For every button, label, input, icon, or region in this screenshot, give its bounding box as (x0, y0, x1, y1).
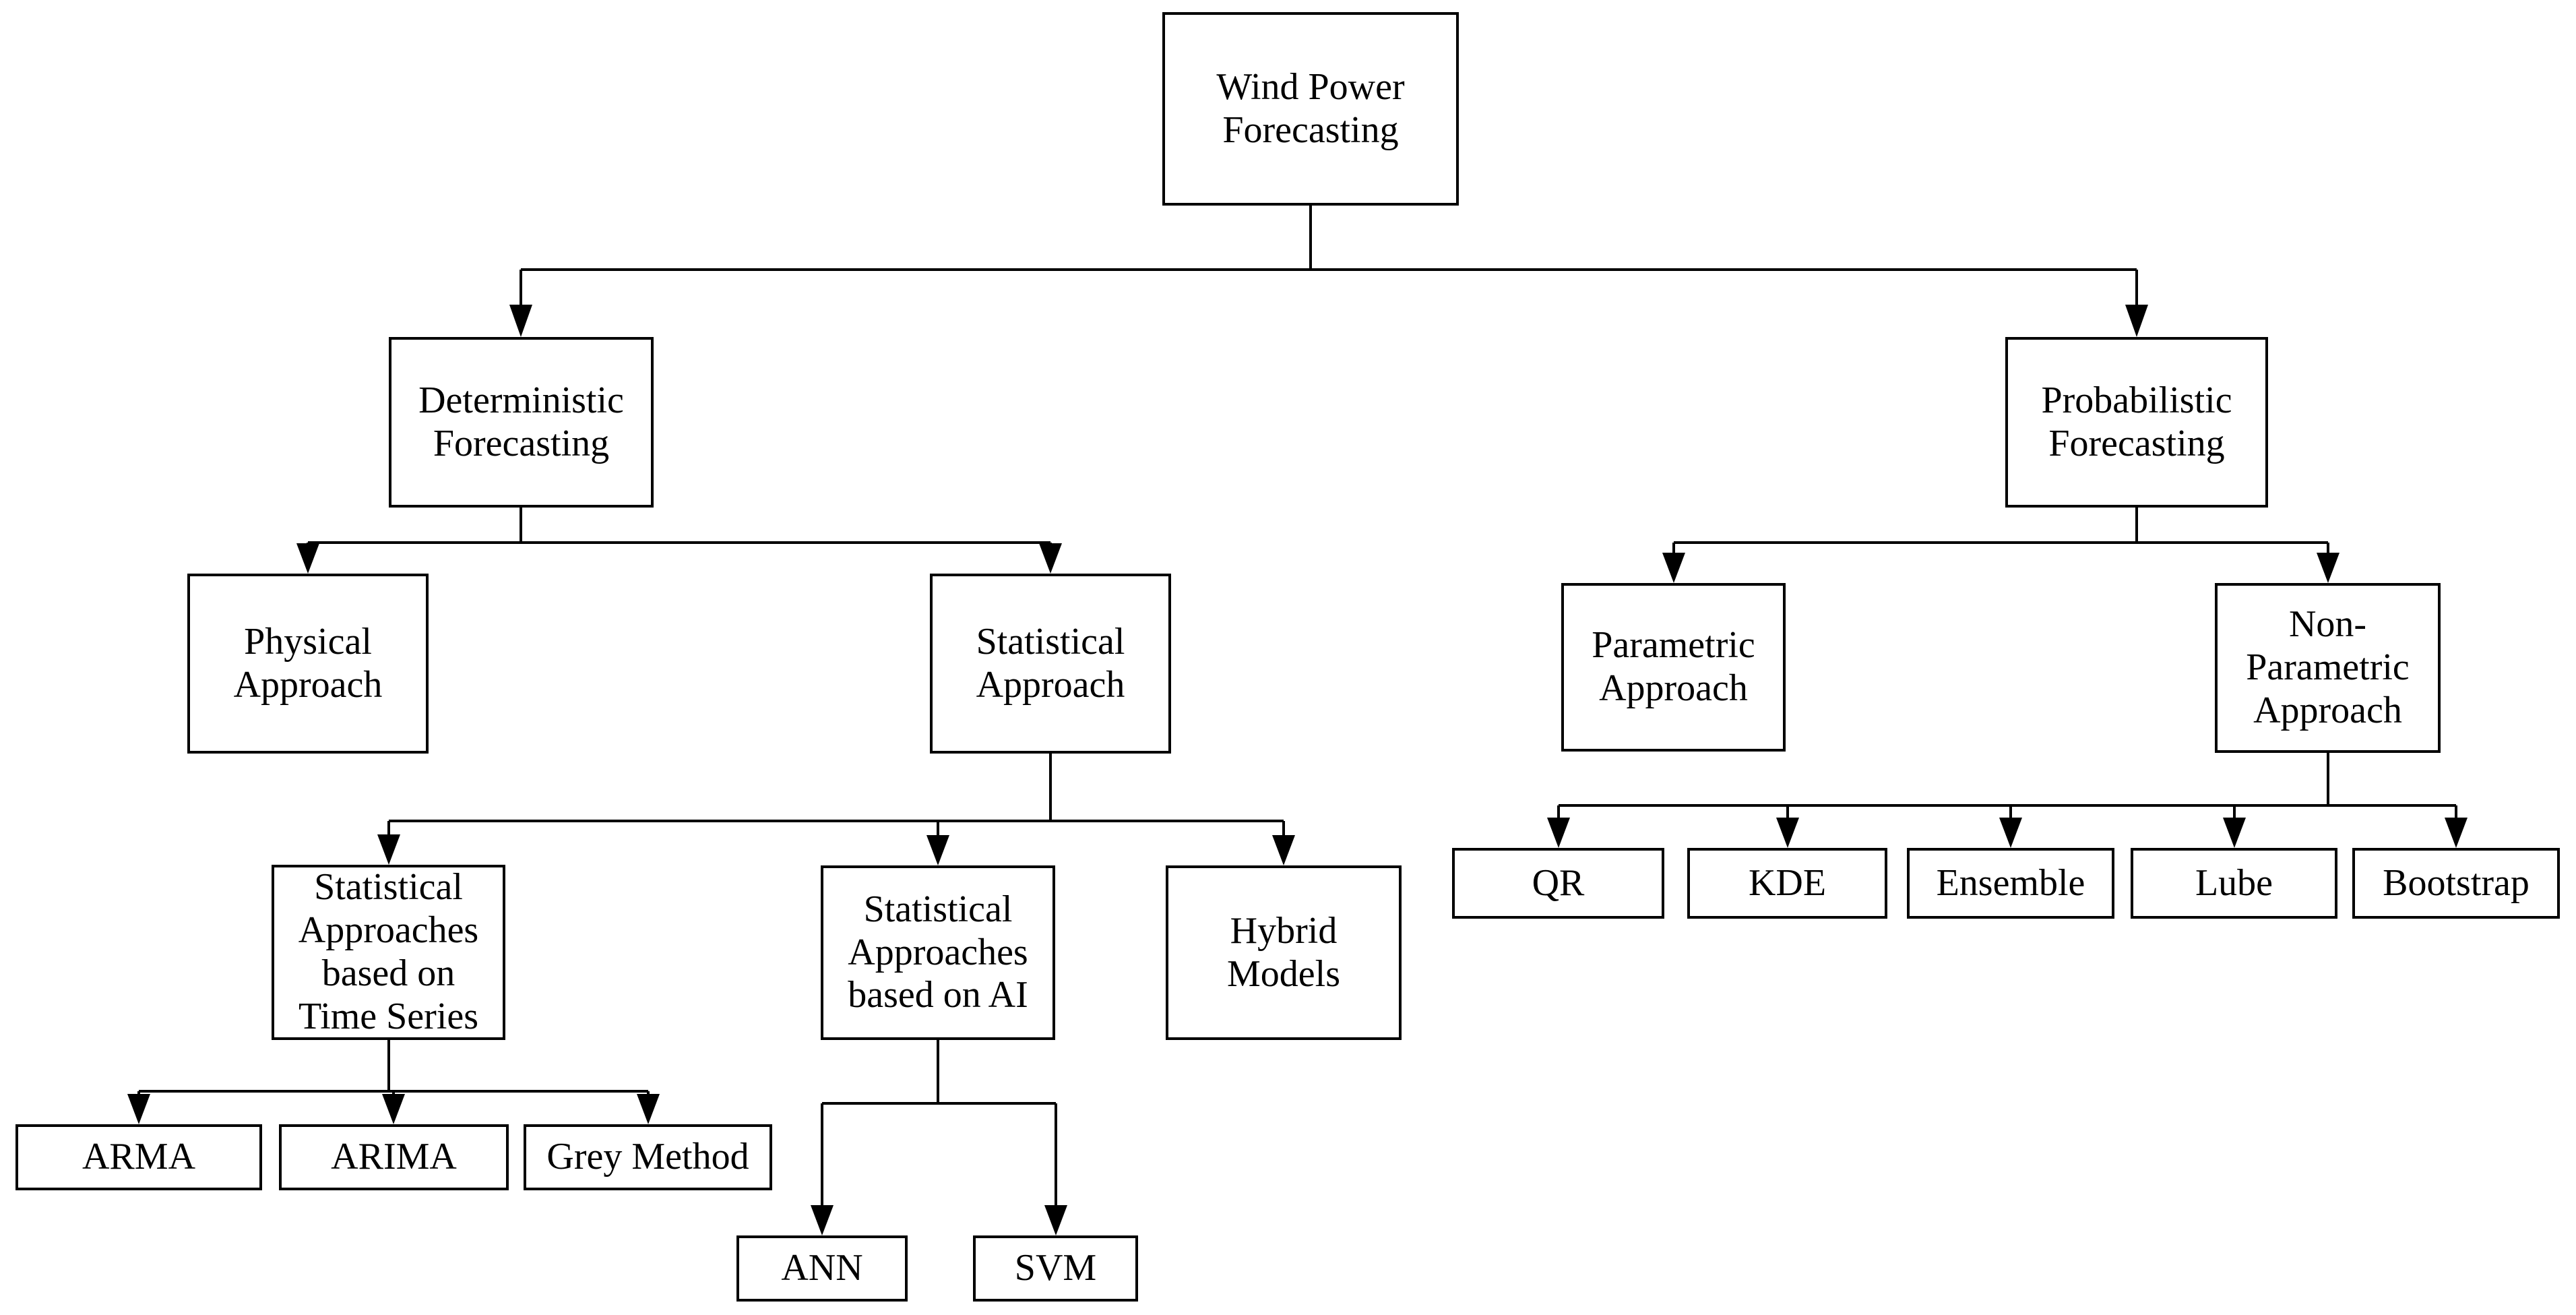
arrowhead-hybrid-icon (1272, 835, 1295, 865)
node-bootstrap: Bootstrap (2352, 848, 2560, 919)
arrowhead-arima-icon (382, 1094, 405, 1124)
edge-statistical-trunk-line (389, 754, 1284, 822)
arrowhead-parametric-icon (1662, 553, 1685, 583)
node-statistical-approaches-ai: Statistical Approaches based on AI (821, 865, 1055, 1040)
arrowhead-nonparametric-icon (2317, 553, 2339, 583)
arrowhead-ann-icon (811, 1205, 834, 1235)
edge-probabilistic-trunk-line (1674, 508, 2328, 544)
node-statistical-approach: Statistical Approach (930, 574, 1171, 754)
arrowhead-grey-icon (637, 1094, 660, 1124)
node-probabilistic-forecasting-label: Probabilistic Forecasting (2041, 379, 2232, 464)
node-ensemble-label: Ensemble (1936, 861, 2085, 904)
edge-root-drop-lines (520, 270, 2138, 307)
node-deterministic-forecasting-label: Deterministic Forecasting (418, 379, 624, 464)
edge-statistical-drop-lines (387, 821, 1285, 836)
arrowhead-ai-icon (926, 835, 949, 865)
node-lube-label: Lube (2195, 861, 2273, 904)
node-qr-label: QR (1532, 861, 1585, 904)
node-statistical-approaches-ai-label: Statistical Approaches based on AI (848, 888, 1028, 1016)
arrowhead-qr-icon (1547, 818, 1570, 848)
node-physical-approach: Physical Approach (187, 574, 429, 754)
node-svm-label: SVM (1014, 1247, 1097, 1289)
node-wind-power-forecasting: Wind Power Forecasting (1162, 12, 1459, 206)
node-statistical-approaches-time-series: Statistical Approaches based on Time Ser… (272, 865, 505, 1040)
node-statistical-approach-label: Statistical Approach (976, 620, 1125, 706)
edge-deterministic-trunk-line (308, 508, 1050, 544)
arrowhead-deterministic-icon (509, 305, 532, 337)
node-physical-approach-label: Physical Approach (233, 620, 383, 706)
node-arima-label: ARIMA (331, 1136, 457, 1178)
arrowhead-kde-icon (1776, 818, 1799, 848)
node-deterministic-forecasting: Deterministic Forecasting (389, 337, 654, 508)
node-ann: ANN (736, 1235, 908, 1302)
arrowhead-physical-icon (296, 543, 319, 574)
node-wind-power-forecasting-label: Wind Power Forecasting (1216, 65, 1405, 151)
node-hybrid-models: Hybrid Models (1166, 865, 1402, 1040)
arrowhead-svm-icon (1044, 1205, 1067, 1235)
arrowhead-arma-icon (127, 1094, 150, 1124)
node-grey-method-label: Grey Method (546, 1136, 749, 1178)
edge-ai-drop-lines (821, 1103, 1057, 1207)
node-statistical-approaches-time-series-label: Statistical Approaches based on Time Ser… (298, 866, 479, 1037)
node-lube: Lube (2131, 848, 2337, 919)
node-arma-label: ARMA (82, 1136, 196, 1178)
node-qr: QR (1452, 848, 1664, 919)
edge-root-trunk-line (521, 206, 2137, 271)
node-ann-label: ANN (781, 1247, 863, 1289)
arrowhead-lube-icon (2223, 818, 2246, 848)
node-arima: ARIMA (279, 1124, 509, 1190)
node-arma: ARMA (15, 1124, 262, 1190)
edge-probabilistic-drop-lines (1672, 543, 2329, 555)
node-hybrid-models-label: Hybrid Models (1227, 909, 1340, 995)
arrowhead-statistical-icon (1039, 543, 1062, 574)
edge-ai-trunk-line (822, 1040, 1056, 1105)
node-probabilistic-forecasting: Probabilistic Forecasting (2005, 337, 2268, 508)
arrowhead-bootstrap-icon (2445, 818, 2468, 848)
edge-nonparametric-trunk-line (1559, 753, 2456, 807)
arrowhead-time-series-icon (377, 834, 400, 865)
node-svm: SVM (973, 1235, 1138, 1302)
node-bootstrap-label: Bootstrap (2383, 861, 2530, 904)
node-kde-label: KDE (1748, 861, 1827, 904)
node-non-parametric-approach: Non- Parametric Approach (2215, 583, 2441, 753)
node-parametric-approach: Parametric Approach (1561, 583, 1786, 752)
node-grey-method: Grey Method (524, 1124, 772, 1190)
node-non-parametric-approach-label: Non- Parametric Approach (2246, 603, 2410, 731)
node-ensemble: Ensemble (1907, 848, 2114, 919)
node-parametric-approach-label: Parametric Approach (1592, 624, 1755, 709)
node-kde: KDE (1687, 848, 1887, 919)
edge-time-series-trunk-line (139, 1040, 648, 1093)
arrowhead-probabilistic-icon (2125, 305, 2148, 337)
edge-nonparametric-drop-lines (1557, 805, 2457, 820)
arrowhead-ensemble-icon (1999, 818, 2022, 848)
